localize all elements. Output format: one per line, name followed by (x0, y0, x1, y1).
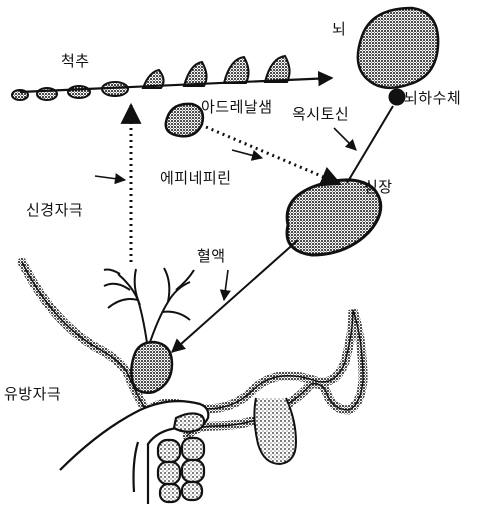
nerve-stimulus-label: 신경자극 (26, 199, 83, 220)
brain-shape (358, 8, 438, 88)
spine-vertebrae (12, 56, 290, 100)
adrenal-gland (166, 104, 203, 136)
oxytocin-label: 옥시토신 (292, 103, 349, 124)
teat-right (254, 398, 296, 464)
pituitary-label: 뇌하수체 (404, 87, 461, 108)
nursing-stimulus-label: 유방자극 (4, 383, 61, 404)
blood-flow-arrow (172, 240, 298, 352)
epinephrine-label: 에피네피린 (160, 167, 232, 188)
mammary-alveoli-tree (104, 268, 194, 350)
heart-label: 심장 (364, 176, 393, 197)
hand-nursing-stimulus (60, 401, 208, 504)
oxytocin-label-arrow (334, 128, 356, 150)
spine-arrow (20, 78, 332, 92)
epinephrine-label-arrow (232, 150, 262, 158)
spine-label: 척추 (61, 50, 90, 71)
nerve-label-arrow (95, 176, 125, 180)
brain-label: 뇌 (332, 18, 346, 39)
oxytocin-pathway-line (347, 106, 393, 183)
blood-label: 혈액 (197, 245, 226, 266)
blood-label-arrow (224, 270, 228, 300)
pituitary-gland (389, 89, 405, 105)
milk-cistern (131, 342, 172, 393)
adrenal-label: 아드레날샘 (201, 96, 273, 117)
